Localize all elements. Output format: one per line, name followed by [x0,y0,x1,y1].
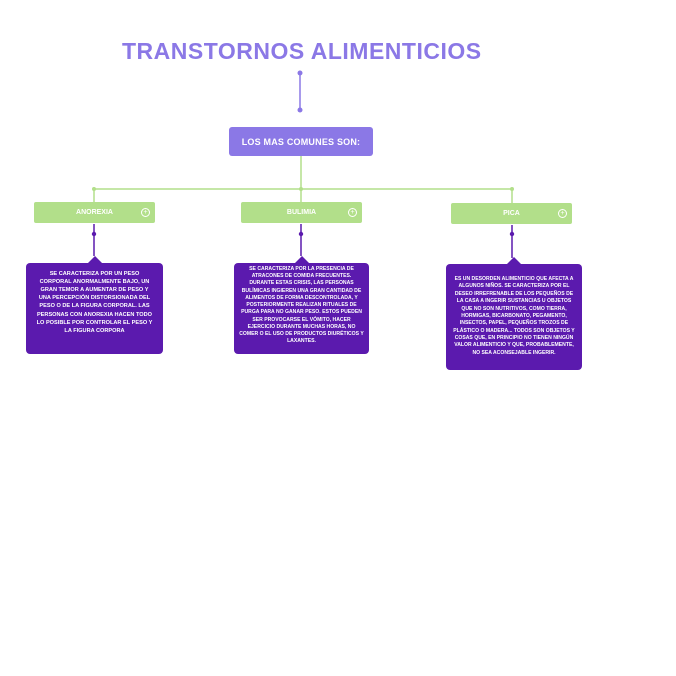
expand-icon[interactable]: + [558,209,567,218]
category-node-pica[interactable]: PICA + [451,203,572,224]
description-bulimia: SE CARACTERIZA POR LA PRESENCIA DE ATRAC… [234,256,369,354]
connector-dot [298,231,304,237]
expand-icon[interactable]: + [141,208,150,217]
root-node[interactable]: LOS MAS COMUNES SON: [229,127,373,156]
connector-dot [509,231,515,237]
category-node-bulimia[interactable]: BULIMIA + [241,202,362,223]
category-node-anorexia[interactable]: ANOREXIA + [34,202,155,223]
category-label: ANOREXIA [76,209,113,216]
expand-icon[interactable]: + [348,208,357,217]
connector-dot [297,70,303,76]
description-anorexia: SE CARACTERIZA POR UN PESO CORPORAL ANOR… [26,256,163,354]
category-label: PICA [503,210,520,217]
connector-dot [91,231,97,237]
description-pica: ES UN DESORDEN ALIMENTICIO QUE AFECTA A … [446,257,582,370]
diagram-title: TRANSTORNOS ALIMENTICIOS [122,38,482,64]
connector-dot [297,107,303,113]
category-label: BULIMIA [286,209,317,216]
